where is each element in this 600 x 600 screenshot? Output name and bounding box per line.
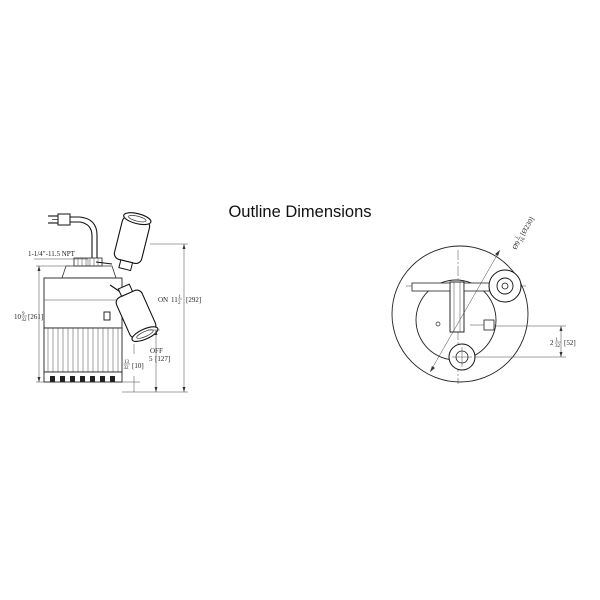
diameter-prefix: Ø9 [511, 239, 522, 251]
off-metric: [127] [155, 355, 170, 363]
on-fraction-den: 2 [178, 301, 181, 306]
offset-metric: [52] [564, 339, 576, 347]
height-dimension: 10 9 32 [261] [14, 265, 70, 383]
float-top-circle [488, 269, 522, 303]
base-gap-metric: [10] [132, 362, 144, 370]
lower-float-switch [103, 283, 159, 342]
diameter-fraction-den: 16 [520, 237, 527, 244]
float-bracket [411, 281, 491, 333]
on-whole: 11 [171, 296, 178, 304]
motor-fins [43, 327, 123, 373]
offset-fraction-den: 32 [555, 344, 561, 349]
top-view-drawing: Ø9 1 16 [Ø230] 2 1 32 [52] [391, 216, 576, 384]
npt-label: 1-1/4"-11.5 NPT [28, 250, 76, 258]
offset-whole: 2 [550, 339, 554, 347]
upper-float-switch [95, 212, 152, 272]
basin-outline [391, 245, 529, 383]
offset-fraction-num: 1 [556, 338, 559, 343]
off-prefix: OFF [150, 347, 163, 355]
height-fraction-num: 9 [22, 312, 25, 317]
off-value: 5 [149, 355, 153, 363]
base-gap-den: 32 [124, 366, 130, 371]
base-gap-dimension: 13 32 [10] [122, 344, 188, 393]
discharge-circle [448, 343, 476, 371]
base-gap-num: 13 [124, 360, 130, 365]
npt-callout: 1-1/4"-11.5 NPT [28, 250, 89, 266]
pump-base [43, 371, 123, 383]
height-whole: 10 [14, 313, 22, 321]
diameter-fraction-num: 1 [515, 235, 521, 240]
page-title: Outline Dimensions [228, 203, 372, 221]
on-prefix: ON [158, 296, 168, 304]
height-fraction-den: 32 [22, 318, 28, 323]
discharge-fitting [61, 257, 117, 279]
off-level-dimension: OFF 5 [127] [148, 329, 170, 392]
on-metric: [292] [186, 296, 201, 304]
side-view-drawing: 1-1/4"-11.5 NPT 10 9 32 [261] [14, 212, 201, 393]
diameter-metric: [Ø230] [519, 216, 536, 238]
power-cord-plug [48, 213, 98, 265]
on-level-dimension: ON 11 1 2 [292] [150, 243, 201, 392]
height-metric: [261] [28, 313, 43, 321]
offset-dimension: 2 1 32 [52] [474, 325, 576, 358]
on-fraction-num: 1 [179, 295, 182, 300]
